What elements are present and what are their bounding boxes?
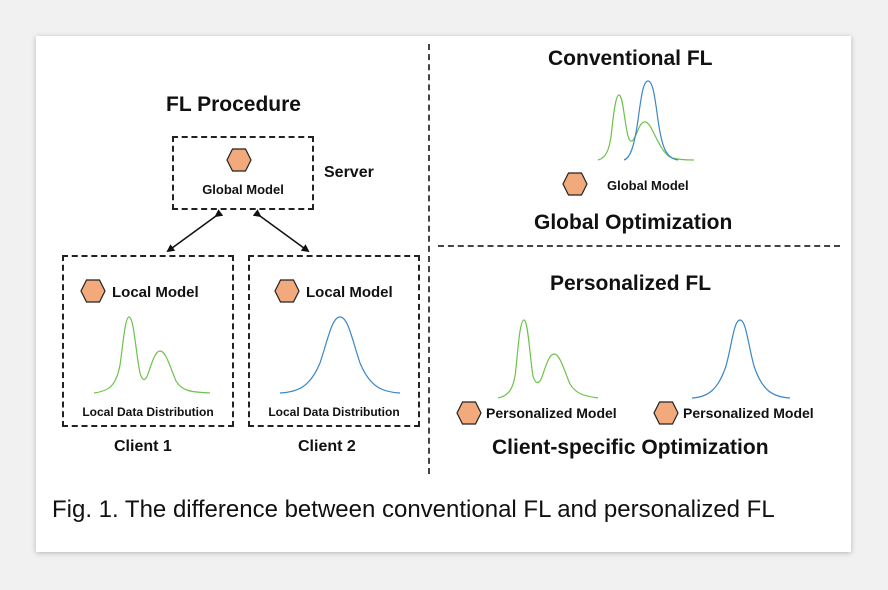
client2-name: Client 2 bbox=[298, 438, 356, 455]
client2-model-label: Local Model bbox=[306, 284, 393, 301]
conventional-fl-title: Conventional FL bbox=[548, 47, 713, 70]
local-model-hexagon-icon bbox=[80, 279, 106, 303]
personalized-client2-curve bbox=[691, 319, 791, 399]
global-optimization-label: Global Optimization bbox=[534, 211, 733, 234]
global-model-hexagon-icon bbox=[226, 148, 252, 172]
client-specific-optimization-label: Client-specific Optimization bbox=[492, 436, 769, 459]
server-global-model-label: Global Model bbox=[202, 182, 284, 197]
client2-box: Local Model Local Data Distribution bbox=[248, 255, 420, 427]
conventional-global-model-hexagon-icon bbox=[562, 172, 588, 196]
conventional-global-model-label: Global Model bbox=[607, 178, 689, 193]
personalized-model1-hexagon-icon bbox=[456, 401, 482, 425]
figure-caption: Fig. 1. The difference between conventio… bbox=[52, 496, 775, 523]
client1-model-label: Local Model bbox=[112, 284, 199, 301]
personalized-fl-title: Personalized FL bbox=[550, 272, 712, 295]
client2-data-label: Local Data Distribution bbox=[268, 405, 400, 419]
local-model-hexagon-icon bbox=[274, 279, 300, 303]
client1-data-label: Local Data Distribution bbox=[82, 405, 214, 419]
horizontal-divider bbox=[438, 245, 840, 247]
server-label: Server bbox=[324, 164, 374, 181]
client1-box: Local Model Local Data Distribution bbox=[62, 255, 234, 427]
arrow-client1 bbox=[166, 209, 224, 253]
server-box: Global Model bbox=[172, 136, 314, 210]
client2-distribution-curve bbox=[279, 316, 401, 394]
personalized-model1-label: Personalized Model bbox=[486, 405, 617, 421]
conventional-distribution-curves bbox=[597, 80, 695, 161]
vertical-divider bbox=[428, 44, 430, 474]
figure-card: FL Procedure Global Model Server Local M… bbox=[36, 36, 851, 552]
personalized-model2-hexagon-icon bbox=[653, 401, 679, 425]
personalized-client1-curve bbox=[497, 319, 599, 399]
arrow-client2 bbox=[252, 209, 310, 253]
fl-procedure-title: FL Procedure bbox=[166, 93, 301, 116]
personalized-model2-label: Personalized Model bbox=[683, 405, 814, 421]
client1-distribution-curve bbox=[93, 316, 211, 394]
client1-name: Client 1 bbox=[114, 438, 172, 455]
server-client-arrows bbox=[166, 209, 310, 253]
